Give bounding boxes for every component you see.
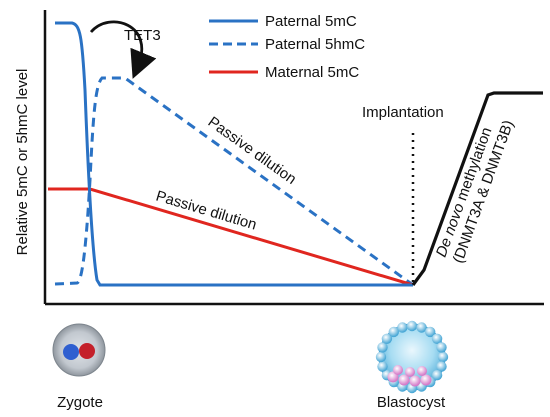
blastocyst-label: Blastocyst [377, 394, 446, 411]
tet3-arrow [89, 20, 157, 79]
trophectoderm-cell [406, 320, 418, 332]
trophectoderm-cell [416, 322, 427, 333]
zygote-image [52, 323, 106, 377]
trophectoderm-cell [431, 370, 443, 381]
trophectoderm-cell [425, 326, 436, 338]
y-axis-label: Relative 5mC or 5hmC level [14, 69, 31, 256]
de-novo-methylation-line [411, 91, 543, 286]
trophectoderm-cell [431, 333, 443, 344]
zygote-paternal-pronucleus [63, 344, 79, 360]
trophectoderm-cell [377, 342, 388, 353]
passive-dilution-paternal-label: Passive dilution [205, 113, 300, 187]
trophectoderm-cell [381, 333, 393, 344]
zygote-maternal-pronucleus [79, 343, 95, 359]
trophectoderm-cell [375, 351, 387, 363]
blastocyst-image [375, 320, 449, 394]
tet3-label: TET3 [124, 27, 161, 44]
passive-dilution-maternal-label: Passive dilution [154, 188, 259, 234]
trophectoderm-cell [436, 342, 447, 353]
trophectoderm-cell [377, 361, 388, 372]
trophectoderm-cell [436, 361, 447, 372]
paternal-5hmc-line [54, 76, 414, 287]
plot-axes [43, 10, 544, 306]
legend-label-paternal-5hmc: Paternal 5hmC [265, 36, 365, 53]
trophectoderm-cell [437, 351, 449, 363]
trophectoderm-cell [397, 322, 408, 333]
trophectoderm-cell [388, 326, 399, 338]
blastocyst-inner-cell-mass [387, 365, 432, 387]
legend-label-paternal-5mc: Paternal 5mC [265, 13, 357, 30]
maternal-5mc-line [48, 187, 414, 287]
paternal-5mc-line [55, 21, 413, 287]
zygote-label: Zygote [57, 394, 103, 411]
legend-label-maternal-5mc: Maternal 5mC [265, 64, 359, 81]
legend: Paternal 5mC Paternal 5hmC Maternal 5mC [209, 13, 365, 81]
de-novo-label: De novo methylation (DNMT3A & DNMT3B) [433, 112, 517, 266]
implantation-label: Implantation [362, 104, 444, 121]
